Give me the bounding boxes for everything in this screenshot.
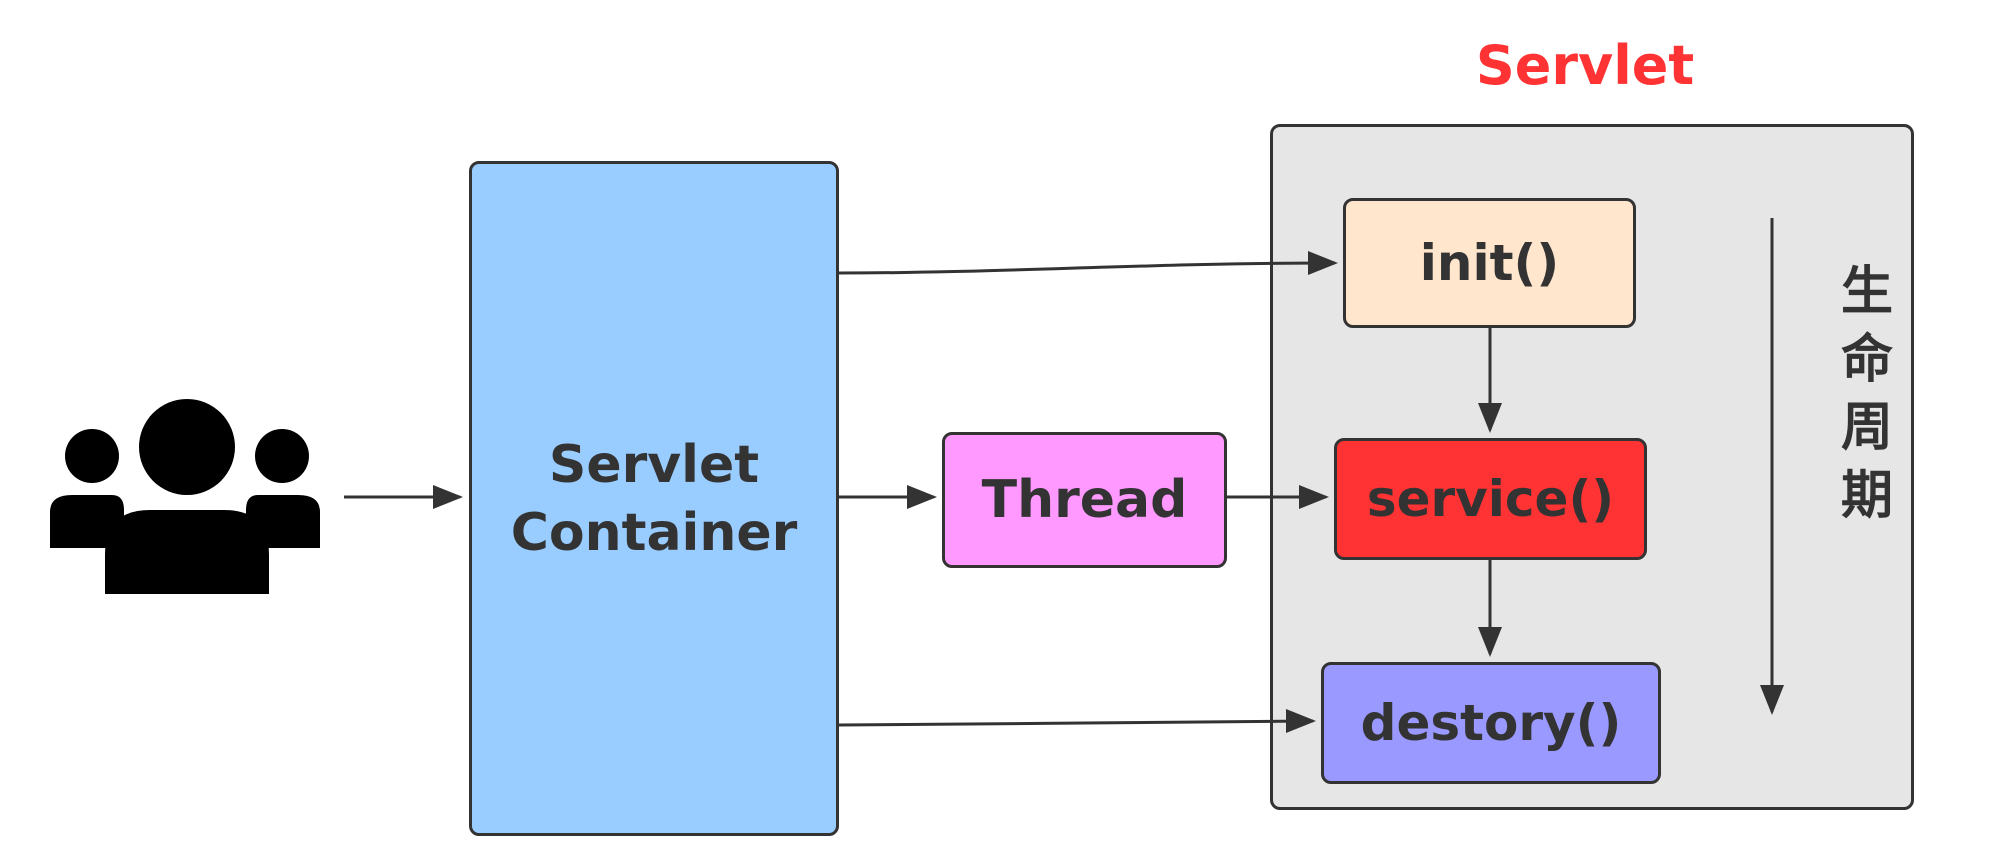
- users-group-icon: [50, 399, 320, 594]
- service-method-box: service(): [1334, 438, 1647, 560]
- arrow-container-to-destroy: [838, 709, 1316, 734]
- service-method-label: service(): [1366, 470, 1615, 528]
- init-method-box: init(): [1343, 198, 1636, 328]
- container-label-line1: Servlet: [548, 434, 760, 495]
- thread-box: Thread: [942, 432, 1227, 568]
- lifecycle-label: 生命周期: [1840, 262, 1893, 526]
- arrow-container-to-init: [838, 251, 1338, 276]
- servlet-title: Servlet: [1475, 34, 1695, 97]
- init-method-label: init(): [1419, 234, 1560, 292]
- servlet-container-box: Servlet Container: [469, 161, 839, 836]
- thread-label: Thread: [981, 470, 1188, 530]
- container-label-line2: Container: [510, 502, 798, 563]
- destroy-method-label: destory(): [1360, 694, 1622, 752]
- destroy-method-box: destory(): [1321, 662, 1661, 784]
